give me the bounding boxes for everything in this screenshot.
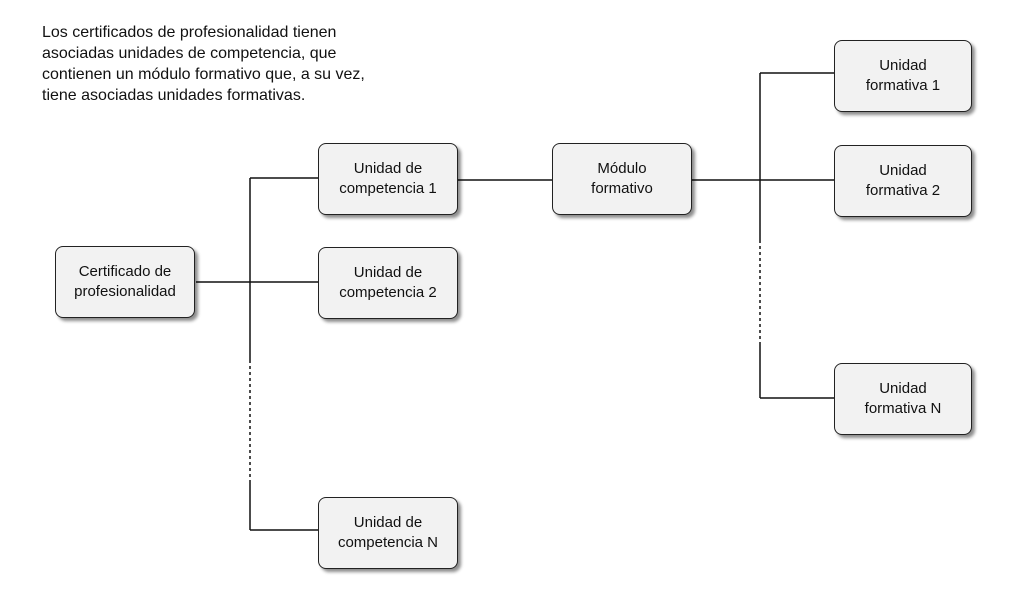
node-label: profesionalidad <box>74 283 176 300</box>
node-label: Unidad <box>879 57 927 74</box>
node-modulo-formativo: Módulo formativo <box>552 143 692 215</box>
node-label: formativo <box>591 180 653 197</box>
intro-line: Los certificados de profesionalidad tien… <box>42 24 337 41</box>
node-label: formativa 2 <box>865 182 941 199</box>
node-label: Unidad de <box>353 160 423 177</box>
node-label: Unidad de <box>353 264 423 281</box>
node-certificado: Certificado de profesionalidad <box>55 246 195 318</box>
intro-text: Los certificados de profesionalidad tien… <box>42 22 462 106</box>
node-label: competencia 1 <box>339 180 437 197</box>
node-label: competencia 2 <box>339 284 437 301</box>
node-label: Unidad <box>879 380 927 397</box>
node-label: formativa N <box>864 400 942 417</box>
intro-line: contienen un módulo formativo que, a su … <box>42 66 365 83</box>
intro-line: asociadas unidades de competencia, que <box>42 45 337 62</box>
node-label: Unidad de <box>353 514 423 531</box>
node-unidad-competencia-n: Unidad de competencia N <box>318 497 458 569</box>
node-unidad-formativa-n: Unidad formativa N <box>834 363 972 435</box>
intro-line: tiene asociadas unidades formativas. <box>42 87 306 104</box>
node-label: competencia N <box>337 534 439 551</box>
node-label: Unidad <box>879 162 927 179</box>
node-unidad-competencia-2: Unidad de competencia 2 <box>318 247 458 319</box>
node-unidad-formativa-2: Unidad formativa 2 <box>834 145 972 217</box>
node-label: Certificado de <box>78 263 172 280</box>
node-label: formativa 1 <box>865 77 941 94</box>
node-label: Módulo <box>597 160 647 177</box>
node-unidad-formativa-1: Unidad formativa 1 <box>834 40 972 112</box>
node-unidad-competencia-1: Unidad de competencia 1 <box>318 143 458 215</box>
